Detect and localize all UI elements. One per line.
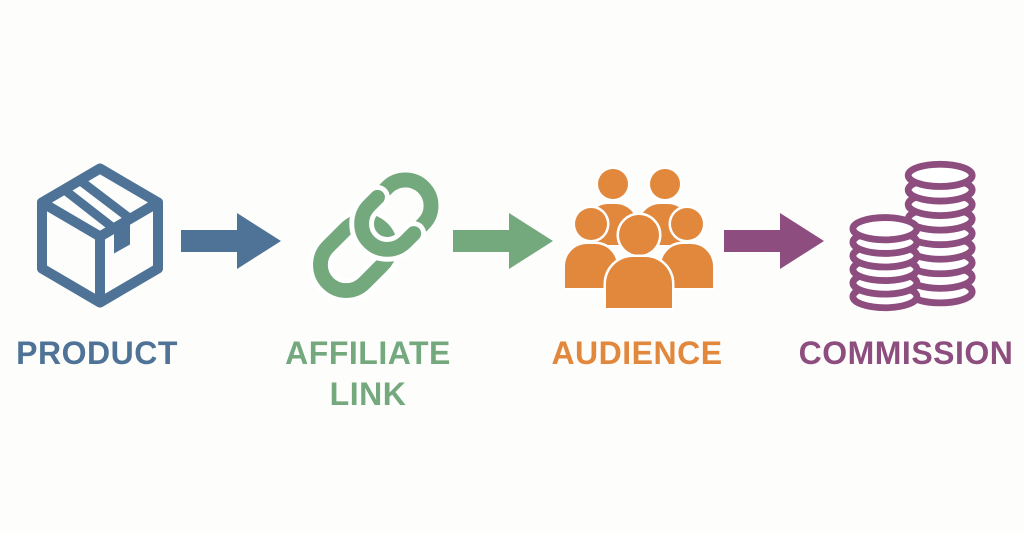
commission-label: COMMISSION — [796, 333, 1016, 374]
arrow-2-icon — [453, 211, 555, 271]
commission-label-line1: COMMISSION — [798, 335, 1014, 371]
product-label-line1: PRODUCT — [16, 335, 178, 371]
affiliate-link-label: AFFILIATE LINK — [278, 333, 458, 415]
affiliate-link-label-line1: AFFILIATE — [285, 335, 451, 371]
package-box-icon — [30, 158, 170, 313]
people-group-icon — [565, 160, 715, 312]
arrow-1-icon — [181, 211, 283, 271]
audience-label-line1: AUDIENCE — [551, 335, 723, 371]
coin-stacks-icon — [843, 155, 985, 315]
affiliate-link-label-line2: LINK — [329, 376, 407, 412]
chain-link-icon — [300, 163, 448, 311]
product-label: PRODUCT — [7, 333, 187, 374]
audience-label: AUDIENCE — [547, 333, 727, 374]
arrow-3-icon — [724, 211, 826, 271]
